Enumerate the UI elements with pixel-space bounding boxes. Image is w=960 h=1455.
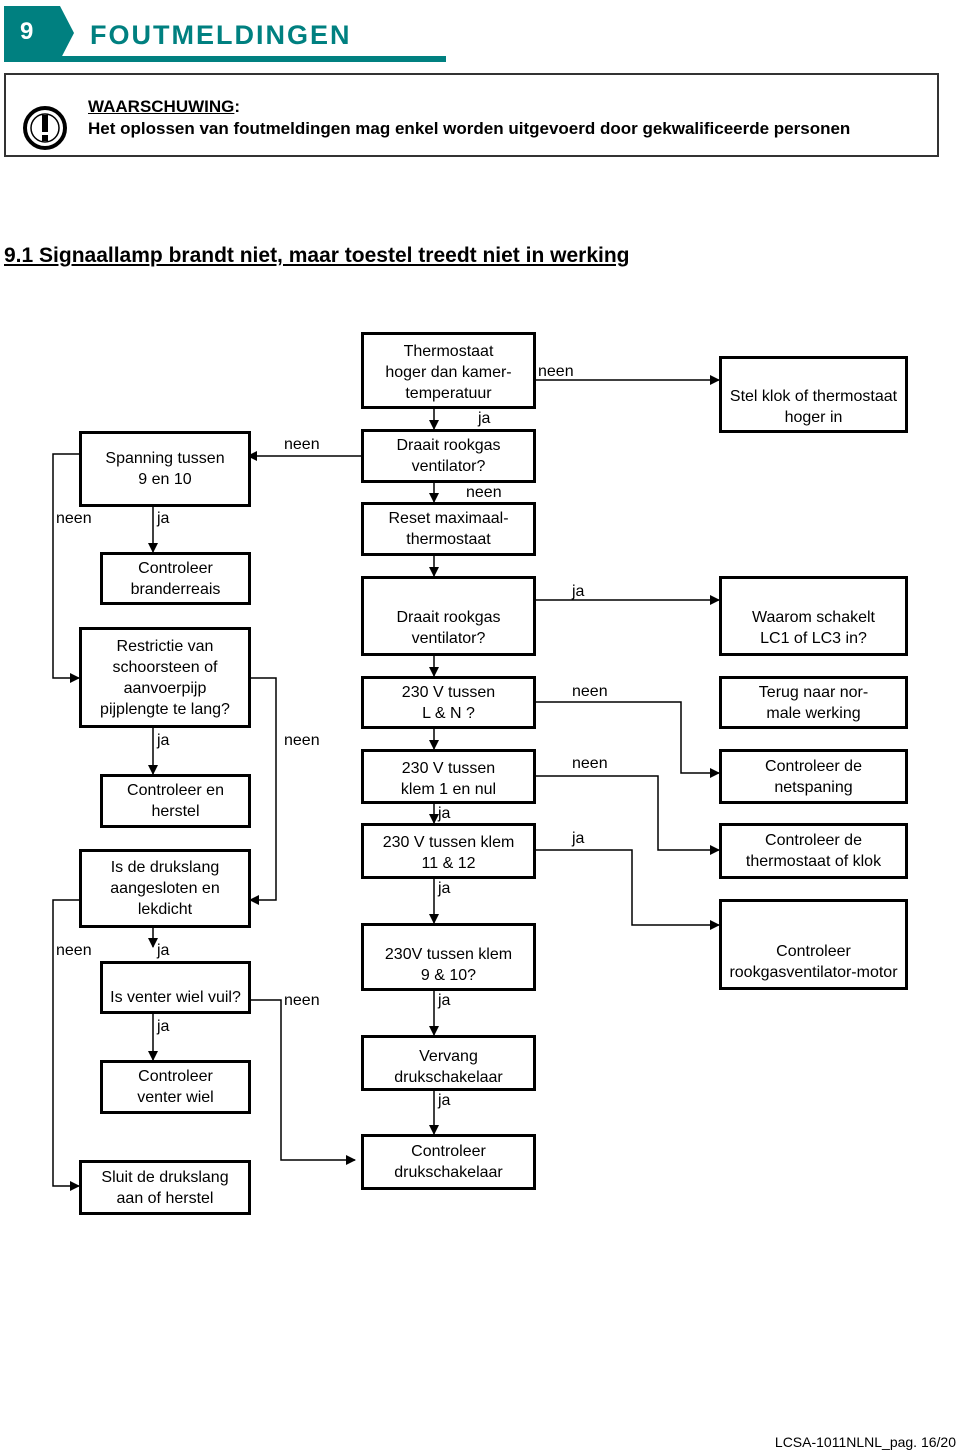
label-neen: neen [284, 436, 320, 453]
label-neen: neen [572, 755, 608, 772]
label-ja: ja [438, 992, 451, 1009]
exclamation-icon [23, 106, 67, 150]
subsection-heading: 9.1 Signaallamp brandt niet, maar toeste… [4, 244, 630, 267]
box-controleer-venter-wiel: Controleer venter wiel [100, 1060, 251, 1114]
label-neen: neen [284, 992, 320, 1009]
box-draait-rookgas-1: Draait rookgas ventilator? [361, 429, 536, 483]
label-neen: neen [56, 942, 92, 959]
label-ja: ja [572, 583, 585, 600]
warning-heading: WAARSCHUWING: [88, 97, 241, 116]
box-controleer-herstel: Controleer en herstel [100, 774, 251, 828]
label-neen: neen [56, 510, 92, 527]
box-reset: Reset maximaal- thermostaat [361, 502, 536, 556]
label-neen: neen [572, 683, 608, 700]
warning-box [4, 73, 939, 157]
box-230v-klem9: 230V tussen klem 9 & 10? [361, 923, 536, 991]
box-thermostaat: Thermostaat hoger dan kamer- temperatuur [361, 332, 536, 409]
label-ja: ja [572, 830, 585, 847]
box-230v-ln: 230 V tussen L & N ? [361, 676, 536, 729]
box-waarom: Waarom schakelt LC1 of LC3 in? [719, 576, 908, 656]
label-ja: ja [438, 880, 451, 897]
box-controleer-branderreais: Controleer branderreais [100, 552, 251, 605]
box-sluit-drukslang: Sluit de drukslang aan of herstel [79, 1160, 251, 1215]
section-number: 9 [20, 18, 34, 45]
box-venter-wiel-vuil: Is venter wiel vuil? [100, 961, 251, 1014]
box-controleer-motor: Controleer rookgasventilator-motor [719, 899, 908, 990]
page-footer: LCSA-1011NLNL_pag. 16/20 [774, 1434, 956, 1450]
label-ja: ja [438, 805, 451, 822]
label-ja: ja [157, 510, 170, 527]
box-drukslang: Is de drukslang aangesloten en lekdicht [79, 849, 251, 928]
box-controleer-thermostaat: Controleer de thermostaat of klok [719, 823, 908, 879]
section-rule [4, 56, 446, 62]
box-restrictie: Restrictie van schoorsteen of aanvoerpij… [79, 627, 251, 728]
label-ja: ja [157, 732, 170, 749]
label-ja: ja [478, 410, 491, 427]
label-ja: ja [157, 942, 170, 959]
label-ja: ja [438, 1092, 451, 1109]
box-stel-klok: Stel klok of thermostaat hoger in [719, 356, 908, 433]
box-controleer-netspaning: Controleer de netspaning [719, 749, 908, 804]
section-badge [4, 6, 74, 60]
warning-text: Het oplossen van foutmeldingen mag enkel… [88, 119, 851, 138]
box-terug: Terug naar nor- male werking [719, 676, 908, 729]
section-title: FOUTMELDINGEN [90, 20, 352, 50]
box-draait-rookgas-2: Draait rookgas ventilator? [361, 576, 536, 656]
label-ja: ja [157, 1018, 170, 1035]
box-vervang: Vervang drukschakelaar [361, 1035, 536, 1091]
box-spanning: Spanning tussen 9 en 10 [79, 431, 251, 507]
box-230v-klem1: 230 V tussen klem 1 en nul [361, 749, 536, 804]
label-neen: neen [284, 732, 320, 749]
label-neen: neen [466, 484, 502, 501]
box-230v-klem11: 230 V tussen klem 11 & 12 [361, 823, 536, 879]
box-controleer-drukschakelaar: Controleer drukschakelaar [361, 1134, 536, 1190]
label-neen: neen [538, 363, 574, 380]
